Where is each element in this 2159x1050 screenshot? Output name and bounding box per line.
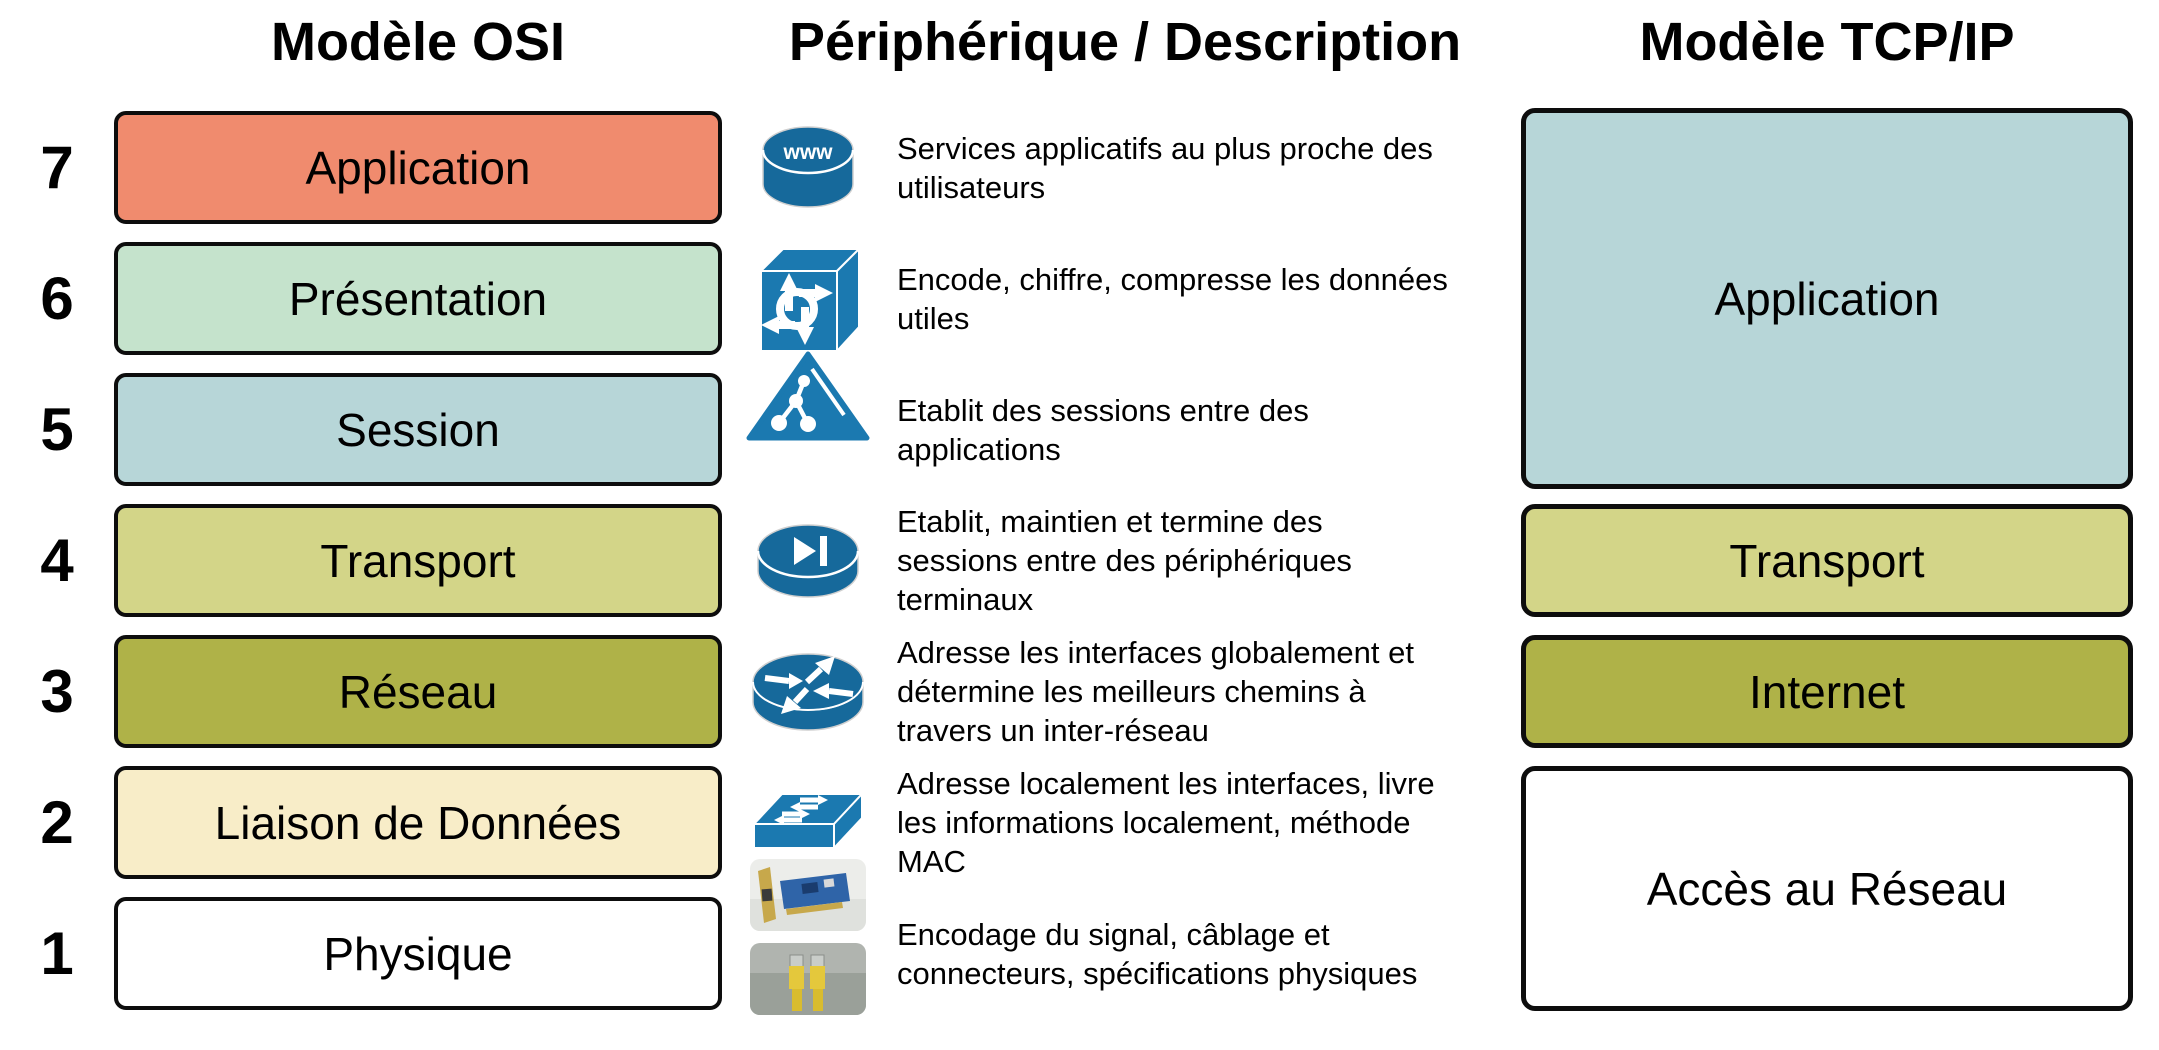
osi-layer-network: Réseau bbox=[114, 635, 722, 748]
osi-layer-datalink: Liaison de Données bbox=[114, 766, 722, 879]
description-row-7: www Services applicatifs au plus proche … bbox=[740, 111, 1515, 224]
layer-number-6: 6 bbox=[40, 265, 74, 332]
description-row-1: Encodage du signal, câblage et connecteu… bbox=[740, 897, 1515, 1015]
description-text: Encodage du signal, câblage et connecteu… bbox=[897, 916, 1418, 991]
layer-number-1: 1 bbox=[40, 920, 74, 987]
description-row-5: Etablit des sessions entre des applicati… bbox=[740, 351, 1515, 486]
atm-switch-icon bbox=[758, 246, 861, 354]
osi-layer-label: Présentation bbox=[288, 272, 548, 325]
switch-icon bbox=[751, 791, 864, 851]
description-row-6: Encode, chiffre, compresse les données u… bbox=[740, 242, 1515, 355]
description-text: Etablit, maintien et termine des session… bbox=[897, 504, 1352, 617]
transport-cylinder-icon bbox=[756, 523, 859, 598]
osi-layer-presentation: Présentation bbox=[114, 242, 722, 355]
router-icon bbox=[751, 652, 864, 731]
tcpip-layer-label: Application bbox=[1714, 272, 1940, 325]
description-text: Etablit des sessions entre des applicati… bbox=[897, 392, 1309, 467]
tcpip-layer-application: Application bbox=[1521, 108, 2133, 489]
layer-number-5: 5 bbox=[40, 396, 74, 463]
description-row-4: Etablit, maintien et termine des session… bbox=[740, 504, 1515, 617]
layer-number-3: 3 bbox=[40, 658, 74, 725]
description-text: Encode, chiffre, compresse les données u… bbox=[897, 261, 1448, 336]
layer-number-2: 2 bbox=[40, 789, 74, 856]
description-row-2: Adresse localement les interfaces, livre… bbox=[740, 766, 1515, 931]
osi-layer-physical: Physique bbox=[114, 897, 722, 1010]
osi-layer-label: Session bbox=[336, 403, 500, 456]
tcpip-layer-label: Accès au Réseau bbox=[1646, 862, 2008, 915]
ethernet-cables-photo bbox=[749, 942, 866, 1015]
svg-text:www: www bbox=[782, 141, 833, 164]
osi-layer-transport: Transport bbox=[114, 504, 722, 617]
tcpip-layer-internet: Internet bbox=[1521, 635, 2133, 748]
device-description-header: Périphérique / Description bbox=[788, 12, 1462, 72]
description-text: Services applicatifs au plus proche des … bbox=[897, 130, 1433, 205]
tcpip-model-header: Modèle TCP/IP bbox=[1639, 12, 2015, 72]
web-server-icon: www bbox=[761, 125, 854, 208]
osi-layer-label: Physique bbox=[323, 927, 513, 980]
osi-layer-label: Réseau bbox=[338, 665, 498, 718]
description-text: Adresse localement les interfaces, livre… bbox=[897, 766, 1435, 879]
description-text: Adresse les interfaces globalement et dé… bbox=[897, 635, 1414, 748]
osi-layer-label: Liaison de Données bbox=[214, 796, 622, 849]
layer-number-4: 4 bbox=[40, 527, 74, 594]
osi-layer-session: Session bbox=[114, 373, 722, 486]
osi-layer-application: Application bbox=[114, 111, 722, 224]
tcpip-layer-label: Transport bbox=[1729, 534, 1925, 587]
layer-number-7: 7 bbox=[40, 134, 74, 201]
tcpip-layer-network-access: Accès au Réseau bbox=[1521, 766, 2133, 1011]
tcpip-layer-label: Internet bbox=[1749, 665, 1905, 718]
osi-model-header: Modèle OSI bbox=[270, 12, 566, 72]
osi-layer-label: Application bbox=[305, 141, 531, 194]
session-triangle-icon bbox=[746, 351, 869, 440]
description-row-3: Adresse les interfaces globalement et dé… bbox=[740, 635, 1515, 748]
osi-layer-label: Transport bbox=[320, 534, 516, 587]
tcpip-layer-transport: Transport bbox=[1521, 504, 2133, 617]
nic-card-photo bbox=[749, 859, 866, 931]
